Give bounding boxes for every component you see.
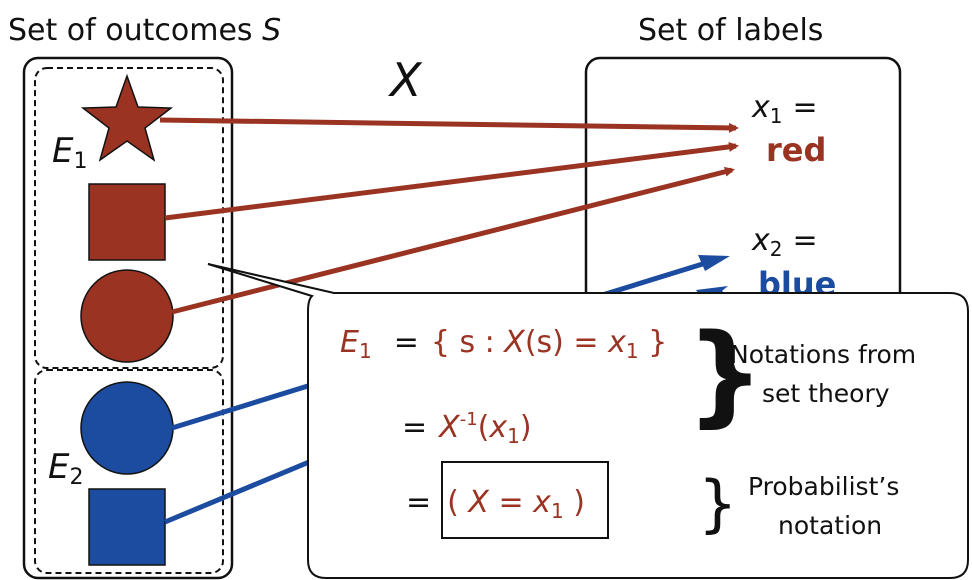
red-star-outcome bbox=[80, 73, 174, 162]
event-e2-dashed-box bbox=[34, 369, 224, 574]
red-square-outcome bbox=[88, 183, 166, 261]
event-e1-dashed-box bbox=[34, 67, 224, 369]
event-e2-label: E2 bbox=[48, 447, 83, 490]
outcome-set-box bbox=[22, 56, 234, 580]
callout-line1-set-definition: E1={ s : X(s) = x1 } bbox=[340, 325, 667, 363]
brace-set-theory: } bbox=[686, 310, 764, 438]
callout-line3-probabilist: =( X = x1 ) bbox=[406, 485, 585, 523]
note-set-theory-line1: Notations from bbox=[730, 340, 916, 369]
callout-line2-inverse-image: =X-1(x1) bbox=[402, 409, 532, 448]
label-x1-value-red: red bbox=[766, 131, 826, 169]
arrow-red-circle-to-red bbox=[171, 166, 735, 315]
label-x1-name: x1= bbox=[751, 90, 818, 128]
note-probabilist-line2: notation bbox=[778, 511, 882, 540]
labels-heading: Set of labels bbox=[638, 13, 823, 48]
note-set-theory-line2: set theory bbox=[762, 379, 890, 408]
probabilist-notation-box bbox=[441, 461, 609, 539]
callout-box bbox=[207, 263, 969, 579]
brace-probabilist: } bbox=[698, 467, 737, 540]
arrow-star-to-red bbox=[159, 117, 739, 133]
note-probabilist-line1: Probabilist’s bbox=[748, 472, 899, 501]
event-e1-label: E1 bbox=[52, 131, 87, 174]
red-circle-outcome bbox=[80, 269, 174, 363]
arrow-red-square-to-red bbox=[164, 141, 739, 221]
blue-square-outcome bbox=[88, 488, 166, 566]
arrow-blue-head-upper bbox=[698, 255, 730, 271]
outcomes-heading: Set of outcomes S bbox=[8, 13, 281, 48]
label-x2-name: x2= bbox=[751, 223, 818, 261]
blue-circle-outcome bbox=[80, 381, 174, 475]
mapping-symbol-x: X bbox=[388, 53, 423, 107]
